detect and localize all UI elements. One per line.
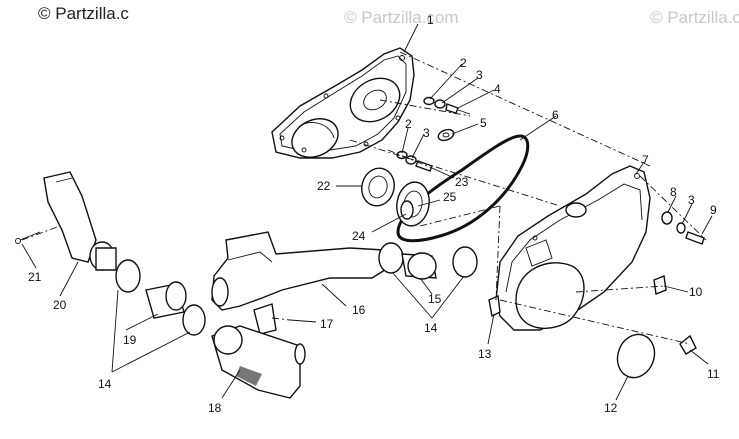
bolt-4 — [445, 103, 471, 115]
callout-label: 22 — [317, 179, 331, 193]
washer-3-right — [676, 222, 686, 234]
boot-15 — [401, 252, 437, 280]
callout-label: 25 — [443, 190, 457, 204]
air-duct-16 — [211, 231, 389, 311]
callout-label: 3 — [476, 68, 483, 82]
lower-duct-18 — [211, 325, 306, 399]
callout-label: 20 — [53, 298, 67, 312]
assembly-centerlines — [21, 51, 707, 345]
bracket-17 — [253, 303, 277, 335]
drive-belt-6 — [396, 134, 530, 243]
callout-label: 15 — [428, 292, 442, 306]
washer-3-top — [434, 99, 446, 109]
callout-label: 3 — [423, 126, 430, 140]
callout-label: 23 — [455, 175, 469, 189]
callout-label: 19 — [123, 333, 137, 347]
watermark-primary: © Partzilla.c — [38, 4, 129, 23]
callout-label: 17 — [320, 317, 334, 331]
callout-labels: 1 2 3 4 5 6 2 3 23 22 25 24 7 8 3 9 21 2… — [28, 13, 720, 415]
washer-8 — [661, 211, 673, 225]
callout-label: 2 — [405, 117, 412, 131]
callout-label: 8 — [670, 185, 677, 199]
clamp-14-a — [378, 242, 404, 274]
callout-label: 18 — [208, 401, 222, 415]
washer-3-mid — [405, 155, 417, 165]
washer-5 — [437, 128, 455, 142]
callout-label: 10 — [689, 285, 703, 299]
clamp-14-d — [182, 304, 206, 336]
inner-clutch-cover — [271, 47, 415, 159]
callout-label: 14 — [98, 377, 112, 391]
coupler-20 — [89, 241, 117, 271]
clamp-14-c — [115, 259, 141, 293]
callout-label: 11 — [707, 367, 720, 381]
watermark-center: © Partzilla.com — [344, 8, 459, 27]
seal-22 — [361, 167, 395, 207]
callout-label: 5 — [480, 116, 487, 130]
washer-2-top — [423, 96, 435, 106]
leader-lines — [21, 23, 713, 401]
callout-label: 3 — [688, 193, 695, 207]
callout-label: 7 — [642, 153, 649, 167]
callout-label: 24 — [352, 229, 366, 243]
callout-label: 21 — [28, 270, 42, 284]
callout-label: 12 — [604, 401, 618, 415]
disc-12 — [616, 333, 656, 379]
callout-label: 2 — [460, 56, 467, 70]
screw-21 — [15, 231, 41, 244]
outer-clutch-cover — [491, 165, 651, 331]
bolt-9 — [685, 231, 705, 245]
clip-10 — [653, 275, 667, 295]
callout-label: 6 — [552, 108, 559, 122]
callout-label: 13 — [478, 347, 492, 361]
plate-11 — [679, 334, 697, 355]
callout-label: 4 — [494, 82, 501, 96]
callout-label: 16 — [352, 303, 366, 317]
callout-label: 1 — [427, 13, 434, 27]
clamp-14-b — [452, 246, 478, 278]
callout-label: 14 — [424, 321, 438, 335]
watermark-right: © Partzilla.com — [650, 8, 739, 27]
callout-label: 9 — [710, 203, 717, 217]
mount-tab-13 — [488, 294, 501, 318]
tube-19 — [145, 281, 187, 319]
intake-tube-20 — [43, 171, 97, 263]
